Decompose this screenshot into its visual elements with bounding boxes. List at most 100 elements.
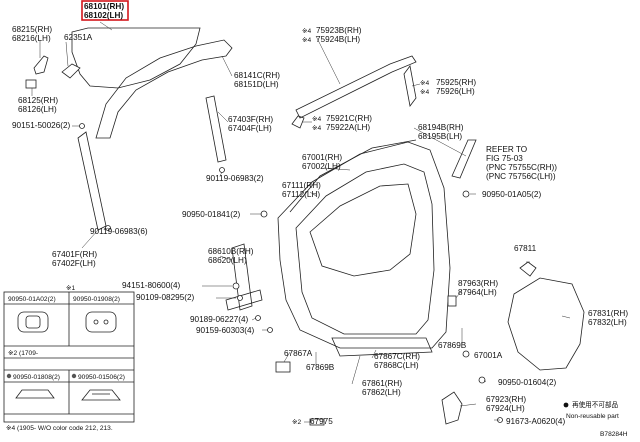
moulding-75925 [403, 65, 417, 107]
highlight-box-68101 [81, 0, 129, 21]
bracket-67867 [275, 361, 291, 373]
bolt-90189 [255, 315, 261, 321]
callout-75924[interactable]: 75924B(LH) [316, 35, 360, 44]
callout-75925[interactable]: 75925(RH) [436, 78, 476, 87]
callout-67869b2[interactable]: 67869B [306, 363, 335, 372]
callout-94151[interactable]: 94151-80600(4) [122, 281, 181, 290]
callout-68610[interactable]: 68610B(RH) [208, 247, 254, 256]
callout-90151[interactable]: 90151-50026(2) [12, 121, 71, 130]
clip-90950-01a05 [462, 190, 470, 198]
callout-90950-01841[interactable]: 90950-01841(2) [182, 210, 241, 219]
callout-67832[interactable]: 67832(LH) [588, 318, 627, 327]
callout-68101[interactable]: 68101(RH) [84, 2, 124, 11]
callout-67869b[interactable]: 67869B [438, 341, 467, 350]
moulding-75923 [295, 55, 417, 119]
glass-channel-62351 [61, 63, 81, 79]
callout-62351[interactable]: 62351A [64, 33, 93, 42]
refer-line-1: REFER TO [486, 145, 527, 154]
symbol-legend-line2: Non-reusable part [566, 413, 619, 420]
callout-67867c[interactable]: 67867C(RH) [374, 352, 420, 361]
callout-68102[interactable]: 68102(LH) [84, 11, 123, 20]
callout-68215[interactable]: 68215(RH) [12, 25, 52, 34]
mark-75921: ※4 [312, 116, 322, 123]
callout-67401[interactable]: 67401F(RH) [52, 250, 97, 259]
leader-lines [31, 21, 571, 423]
callout-87964[interactable]: 87964(LH) [458, 288, 497, 297]
callout-67404[interactable]: 67404F(LH) [228, 124, 272, 133]
callout-90950-01a05[interactable]: 90950-01A05(2) [482, 190, 541, 199]
lower-frame-67401 [77, 131, 107, 231]
callout-67924[interactable]: 67924(LH) [486, 404, 525, 413]
callout-67403[interactable]: 67403F(RH) [228, 115, 273, 124]
mark-2: ※2 [292, 419, 302, 426]
callout-90119a[interactable]: 90119-06983(2) [206, 174, 264, 183]
refer-line-4: (PNC 75756C(LH)) [486, 172, 556, 181]
callout-67111[interactable]: 67111(RH) [282, 181, 321, 190]
piece-87963 [447, 295, 457, 307]
callout-67112[interactable]: 67112(LH) [282, 190, 320, 199]
clip-90119-06983-b [219, 167, 225, 173]
clip-90950-01604 [478, 376, 486, 384]
mark-75923: ※4 [302, 28, 312, 35]
callout-67975[interactable]: 67975 [310, 417, 333, 426]
glass-clip-68215 [33, 55, 49, 75]
callout-67402[interactable]: 67402F(LH) [52, 259, 96, 268]
refer-line-2[interactable]: FIG 75-03 [486, 154, 523, 163]
legend-r2c2: 90950-01506(2) [78, 374, 125, 381]
callout-75922[interactable]: 75922A(LH) [326, 123, 370, 132]
clip-icon-01908 [85, 311, 117, 333]
callout-90109[interactable]: 90109-08295(2) [136, 293, 195, 302]
callout-68620[interactable]: 68620(LH) [208, 256, 247, 265]
mark-75926: ※4 [420, 89, 430, 96]
legend-r1c1: 90950-01A02(2) [8, 296, 56, 303]
callout-87963[interactable]: 87963(RH) [458, 279, 498, 288]
callout-68125[interactable]: 68125(RH) [18, 96, 58, 105]
bolt-90159 [267, 327, 273, 333]
bolt-94151 [232, 282, 240, 290]
legend-r1-mark: ※1 [66, 285, 76, 292]
callout-67862[interactable]: 67862(LH) [362, 388, 401, 397]
regulator-arm [225, 289, 263, 311]
callout-68216[interactable]: 68216(LH) [12, 34, 51, 43]
symbol-legend-line1: 再使用不可部品 [572, 400, 619, 409]
callout-68141[interactable]: 68141C(RH) [234, 71, 280, 80]
striker-67923 [441, 391, 463, 425]
callout-90119b[interactable]: 90119-06983(6) [90, 227, 148, 236]
callout-68126[interactable]: 68126(LH) [18, 105, 57, 114]
callout-75926[interactable]: 75926(LH) [436, 87, 475, 96]
legend-footnote: ※4 (1905- W/O color code 212, 213. [6, 425, 113, 432]
clip-icon-01808 [15, 389, 55, 399]
callout-67868c[interactable]: 67868C(LH) [374, 361, 419, 370]
callout-67002[interactable]: 67002(LH) [302, 162, 341, 171]
callout-75921[interactable]: 75921C(RH) [326, 114, 372, 123]
callout-68151[interactable]: 68151D(LH) [234, 80, 279, 89]
clip-icon-01a02 [17, 311, 49, 333]
legend-r1c2: 90950-01908(2) [73, 296, 120, 303]
callout-67811[interactable]: 67811 [514, 244, 537, 253]
callout-67923[interactable]: 67923(RH) [486, 395, 526, 404]
non-reusable-symbol-icon [563, 402, 569, 408]
callout-90950-01604[interactable]: 90950-01604(2) [498, 378, 557, 387]
figure-id: B78284H [600, 431, 628, 438]
weatherstrip-68194 [451, 139, 477, 179]
nut-67001a [462, 350, 470, 358]
pad-67811 [519, 261, 537, 277]
callout-90159[interactable]: 90159-60303(4) [196, 326, 255, 335]
callout-67867[interactable]: 67867A [284, 349, 313, 358]
run-channel-68141 [95, 39, 233, 139]
callout-91673[interactable]: 91673-A0620(4) [506, 417, 565, 426]
callout-67861[interactable]: 67861(RH) [362, 379, 402, 388]
weatherstrip-67861 [331, 337, 433, 357]
mark-75924: ※4 [302, 37, 312, 44]
legend-r1-note: ※2 (1709- [8, 350, 38, 357]
symbol-legend: 再使用不可部品 Non-reusable part [563, 400, 619, 420]
callout-75923[interactable]: 75923B(RH) [316, 26, 362, 35]
mark-75922: ※4 [312, 125, 322, 132]
callout-67001[interactable]: 67001(RH) [302, 153, 342, 162]
callout-68194[interactable]: 68194B(RH) [418, 123, 464, 132]
callout-90189[interactable]: 90189-06227(4) [190, 315, 249, 324]
callout-68195[interactable]: 68195B(LH) [418, 132, 462, 141]
legend-r2c1: 90950-01808(2) [13, 374, 60, 381]
callout-67001a[interactable]: 67001A [474, 351, 503, 360]
callout-67831[interactable]: 67831(RH) [588, 309, 628, 318]
